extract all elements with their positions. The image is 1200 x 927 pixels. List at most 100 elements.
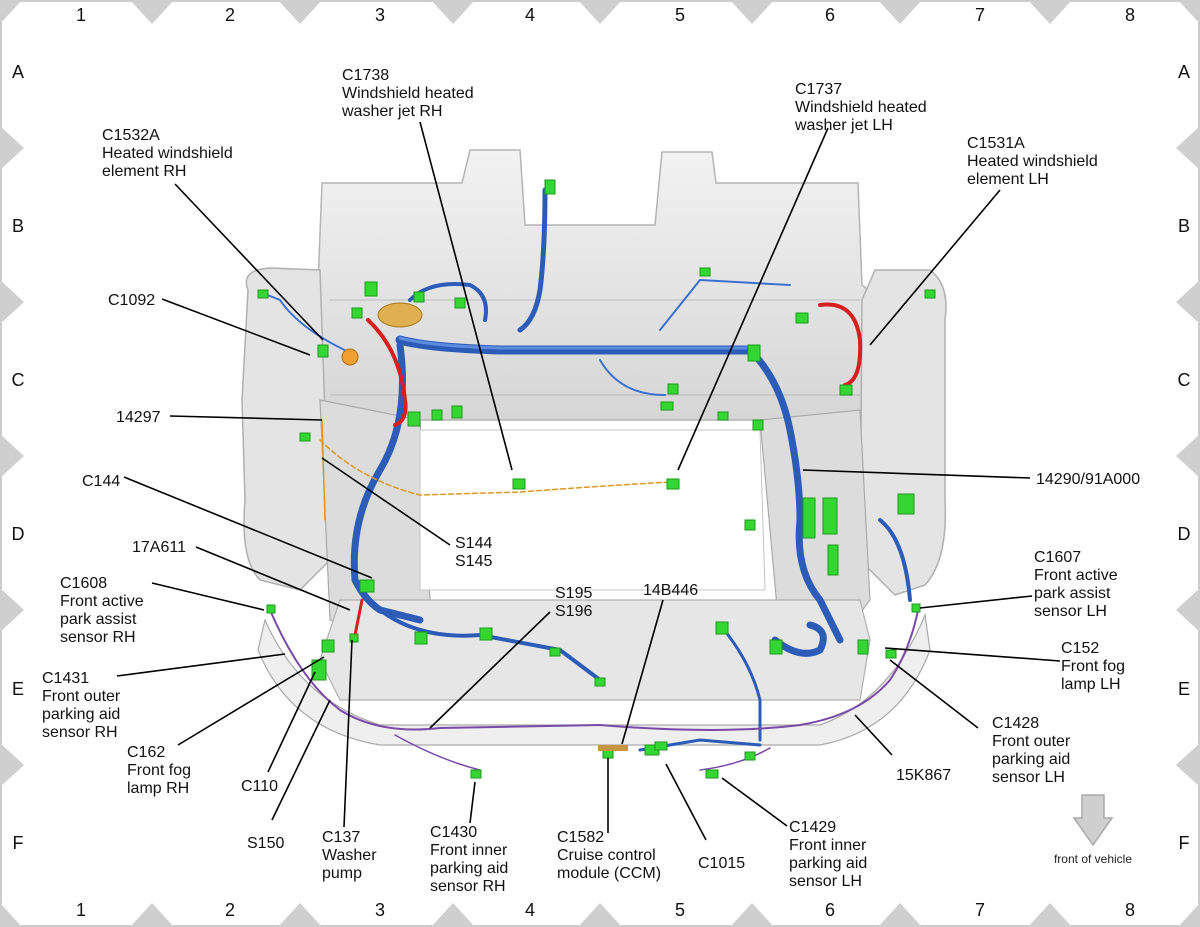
grid-col-top-2: 2 — [225, 5, 235, 25]
connectors — [257, 179, 936, 779]
connector-block — [744, 751, 756, 761]
leader-line-s150 — [271, 699, 331, 821]
left-branch — [259, 291, 356, 356]
callout-line: park assist — [60, 611, 137, 628]
leader-line-w14297 — [169, 415, 323, 421]
connector-block — [654, 741, 668, 751]
leader-line-w15k867 — [854, 714, 893, 756]
connector-block — [364, 281, 378, 297]
grid-marker-left — [0, 280, 24, 324]
connector-block — [512, 478, 526, 490]
callout-line: S196 — [555, 603, 592, 620]
leader-line-c1015 — [665, 763, 707, 841]
grid-col-top-7: 7 — [975, 5, 985, 25]
connector-block — [359, 579, 375, 593]
grid-marker-left — [0, 434, 24, 478]
callout-line: sensor LH — [789, 873, 862, 890]
callout-line: C1738 — [342, 67, 389, 84]
grid-marker-top — [1178, 0, 1200, 24]
leader-line-c1431 — [116, 653, 286, 677]
callout-line: pump — [322, 865, 362, 882]
callout-line: C1428 — [992, 715, 1039, 732]
callout-line: washer jet RH — [341, 103, 442, 120]
callout-line: element RH — [102, 163, 186, 180]
leader-line-c144 — [123, 476, 373, 579]
connector-block — [705, 769, 719, 779]
callout-line: module (CCM) — [557, 865, 661, 882]
callout-line: C144 — [82, 473, 120, 490]
grid-marker-top — [431, 0, 475, 24]
leader-line-c1737 — [677, 127, 829, 471]
callout-line: parking aid — [789, 855, 867, 872]
leader-line-w17a611 — [195, 546, 351, 611]
connector-block — [839, 384, 853, 396]
grid-marker-bottom — [130, 903, 174, 927]
callout-line: sensor LH — [992, 769, 1065, 786]
connector-block — [454, 297, 466, 309]
grid-col-bottom-7: 7 — [975, 900, 985, 920]
callout-line: C1582 — [557, 829, 604, 846]
callout-line: Front outer — [42, 688, 121, 705]
grid-marker-left — [0, 126, 24, 170]
grid-row-left-B: B — [12, 216, 24, 236]
callout-line: Front active — [1034, 567, 1118, 584]
grid-col-bottom-5: 5 — [675, 900, 685, 920]
grid-marker-top — [1028, 0, 1072, 24]
callout-line: sensor LH — [1034, 603, 1107, 620]
grid-col-bottom-2: 2 — [225, 900, 235, 920]
grid-marker-left — [0, 588, 24, 632]
main-harness — [395, 335, 755, 355]
grid-col-bottom-4: 4 — [525, 900, 535, 920]
connector-block — [715, 621, 729, 635]
grid-col-top-8: 8 — [1125, 5, 1135, 25]
connector-block — [897, 493, 915, 515]
leader-line-s195 — [429, 611, 551, 729]
connector-block — [795, 312, 809, 324]
grid-marker-bottom — [578, 903, 622, 927]
main-harness-highlight — [398, 336, 752, 350]
grid-row-left-D: D — [12, 524, 25, 544]
connector-block — [470, 769, 482, 779]
connector-block — [549, 647, 561, 657]
grid-marker-bottom — [878, 903, 922, 927]
leader-lines — [116, 121, 1061, 841]
grid-row-right-D: D — [1178, 524, 1191, 544]
callout-c1092: C1092 — [108, 292, 155, 309]
grid-row-left-A: A — [12, 62, 24, 82]
connector-block — [699, 267, 711, 277]
grid-marker-left — [0, 743, 24, 787]
grid-marker-bottom — [1178, 903, 1200, 927]
leader-line-c1430 — [469, 781, 476, 824]
bumper-sensor-wire-lower — [394, 734, 771, 771]
connector-block — [924, 289, 936, 299]
callout-c110: C110 — [241, 778, 278, 795]
grid-marker-right — [1176, 280, 1200, 324]
callout-line: C152 — [1061, 640, 1099, 657]
callout-line: parking aid — [992, 751, 1070, 768]
right-to-sensor — [878, 518, 912, 602]
grid-row-left-E: E — [12, 679, 24, 699]
wiring-harness — [259, 187, 919, 771]
grid-marker-bottom — [730, 903, 774, 927]
callout-line: Heated windshield — [102, 145, 233, 162]
grid-col-bottom-8: 8 — [1125, 900, 1135, 920]
callout-w14297: 14297 — [116, 409, 161, 426]
grid-row-left-C: C — [12, 370, 25, 390]
callout-line: 15K867 — [896, 767, 951, 784]
connector-block — [451, 405, 463, 419]
callout-line: Washer — [322, 847, 377, 864]
connector-block — [414, 631, 428, 645]
callout-line: C1015 — [698, 855, 745, 872]
connector-block — [660, 401, 674, 411]
callout-line: lamp RH — [127, 780, 189, 797]
front-of-vehicle-label: front of vehicle — [1054, 852, 1132, 866]
callout-line: C1431 — [42, 670, 89, 687]
leader-line-c1738 — [419, 121, 513, 471]
left-wheel-housing — [241, 267, 331, 591]
